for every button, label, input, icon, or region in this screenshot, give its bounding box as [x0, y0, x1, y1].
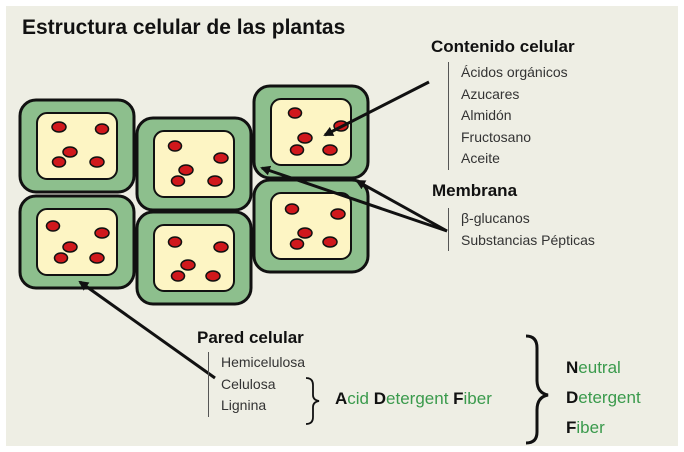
pared-celular-heading: Pared celular: [197, 328, 304, 347]
arrow-membrana-left: [260, 165, 448, 233]
plant-cell-1: [18, 98, 136, 194]
ndf-detergent: Detergent: [566, 388, 641, 407]
pared-celular-list: Hemicelulosa Celulosa Lignina: [208, 352, 305, 417]
arrow-membrana-right: [355, 179, 448, 233]
plant-cell-5: [252, 84, 370, 180]
membrana-heading: Membrana: [432, 181, 518, 200]
plant-cell-2: [18, 194, 136, 290]
large-brace: [525, 334, 549, 445]
list-item: Celulosa: [221, 375, 276, 392]
plant-cell-6: [252, 178, 370, 274]
contenido-celular-heading: Contenido celular: [431, 37, 575, 56]
diagram-title: Estructura celular de las plantas: [22, 16, 346, 39]
ndf-neutral: Neutral: [566, 358, 621, 377]
contenido-celular-list: Ácidos orgánicos Azucares Almidón Fructo…: [448, 62, 568, 170]
plant-cell-4: [135, 210, 253, 306]
list-item: Fructosano: [461, 128, 532, 145]
membrana-list: β-glucanos Substancias Pépticas: [448, 208, 595, 251]
list-item: Lignina: [221, 397, 267, 413]
list-item: Ácidos orgánicos: [461, 64, 568, 80]
small-brace: [305, 377, 320, 425]
list-item: Hemicelulosa: [221, 354, 306, 370]
plant-cell-3: [135, 116, 253, 212]
list-item: Substancias Pépticas: [461, 231, 595, 248]
list-item: Aceite: [461, 150, 500, 166]
list-item: Almidón: [461, 107, 512, 123]
arrow-pared-celular: [78, 280, 216, 380]
acid-detergent-fiber-label: Acid Detergent Fiber: [335, 389, 492, 408]
list-item: β-glucanos: [461, 210, 530, 226]
ndf-fiber: Fiber: [566, 418, 605, 437]
arrow-contenido-celular: [323, 80, 430, 137]
list-item: Azucares: [461, 85, 520, 102]
